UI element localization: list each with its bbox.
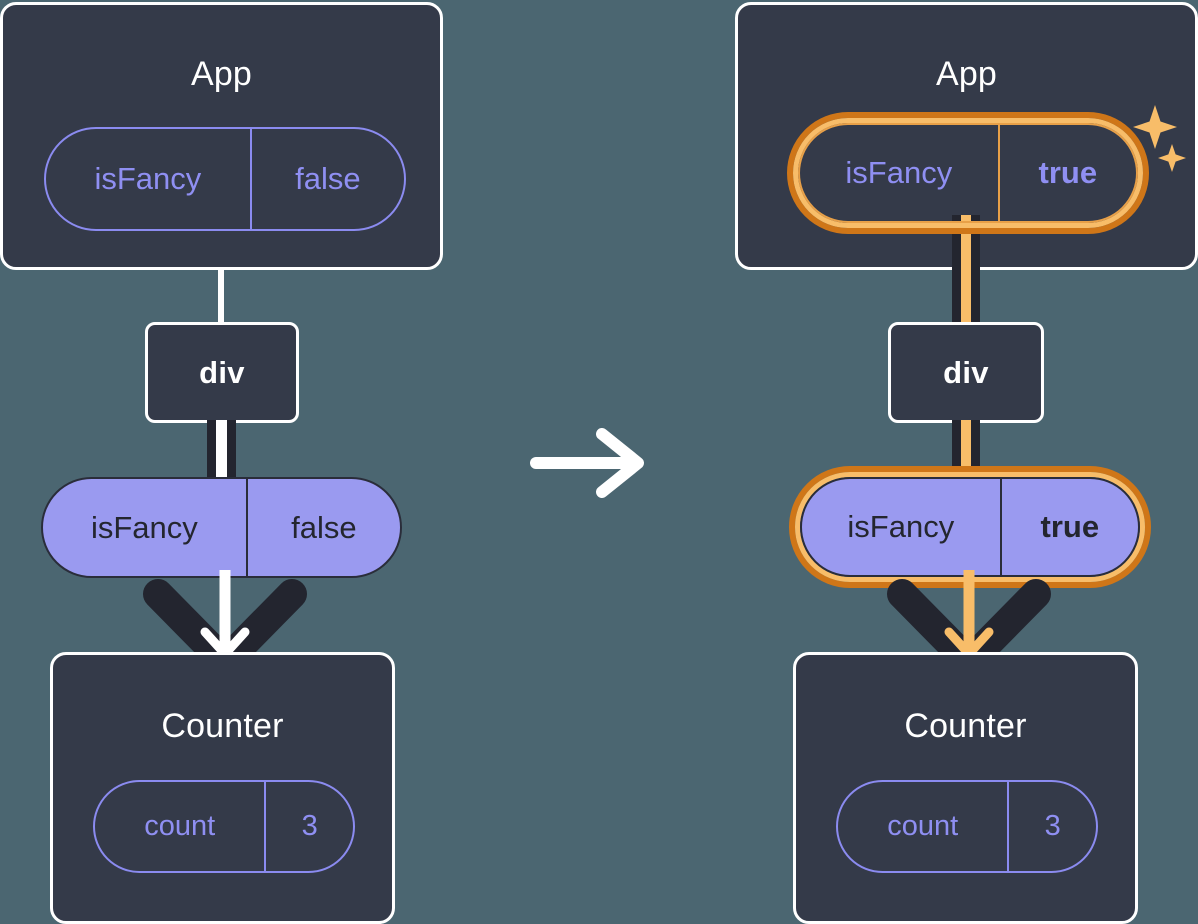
prop-pill-isfancy-after: isFancy true: [800, 477, 1140, 577]
connector-div-to-prop-right-before: [227, 420, 236, 482]
count-pill-value: 3: [1007, 782, 1096, 871]
state-pill-isfancy-before: isFancy false: [44, 127, 406, 231]
state-pill-count-after: count 3: [836, 780, 1098, 873]
prop-pill-value: true: [999, 479, 1138, 575]
prop-pill-value: false: [245, 479, 400, 576]
counter-title-before: Counter: [161, 707, 284, 745]
count-pill-name: count: [887, 810, 959, 842]
div-box-before: div: [145, 322, 299, 423]
state-pill-value: false: [249, 129, 404, 229]
connector-div-to-prop-highlight-after: [961, 420, 971, 486]
prop-pill-isfancy-before: isFancy false: [41, 477, 402, 578]
connector-inside-app-highlight-after: [961, 215, 971, 270]
sparkle-small-icon: [1158, 144, 1186, 172]
state-pill-name: isFancy: [845, 155, 953, 190]
state-pill-name: isFancy: [94, 161, 202, 196]
transition-arrow-right: [530, 428, 644, 498]
connector-div-to-prop-center-before: [216, 420, 227, 482]
counter-box-before: Counter count 3: [50, 652, 395, 924]
state-pill-isfancy-after: isFancy true: [798, 123, 1138, 223]
count-pill-name: count: [144, 810, 216, 842]
div-box-after: div: [888, 322, 1044, 423]
prop-pill-name: isFancy: [847, 509, 955, 544]
prop-pill-name: isFancy: [90, 509, 198, 545]
connector-app-to-div-before: [218, 250, 224, 328]
app-title-before: App: [190, 55, 253, 93]
app-box-before: App isFancy false: [0, 2, 443, 270]
counter-box-after: Counter count 3: [793, 652, 1138, 924]
state-pill-count-before: count 3: [93, 780, 355, 873]
connector-div-to-prop-left-before: [207, 420, 216, 482]
sparkle-large-icon: [1133, 105, 1177, 149]
count-pill-value: 3: [264, 782, 353, 871]
state-pill-value: true: [997, 125, 1136, 221]
app-title-after: App: [935, 55, 998, 93]
connector-app-to-div-highlight-after: [961, 215, 971, 330]
counter-title-after: Counter: [904, 707, 1027, 745]
